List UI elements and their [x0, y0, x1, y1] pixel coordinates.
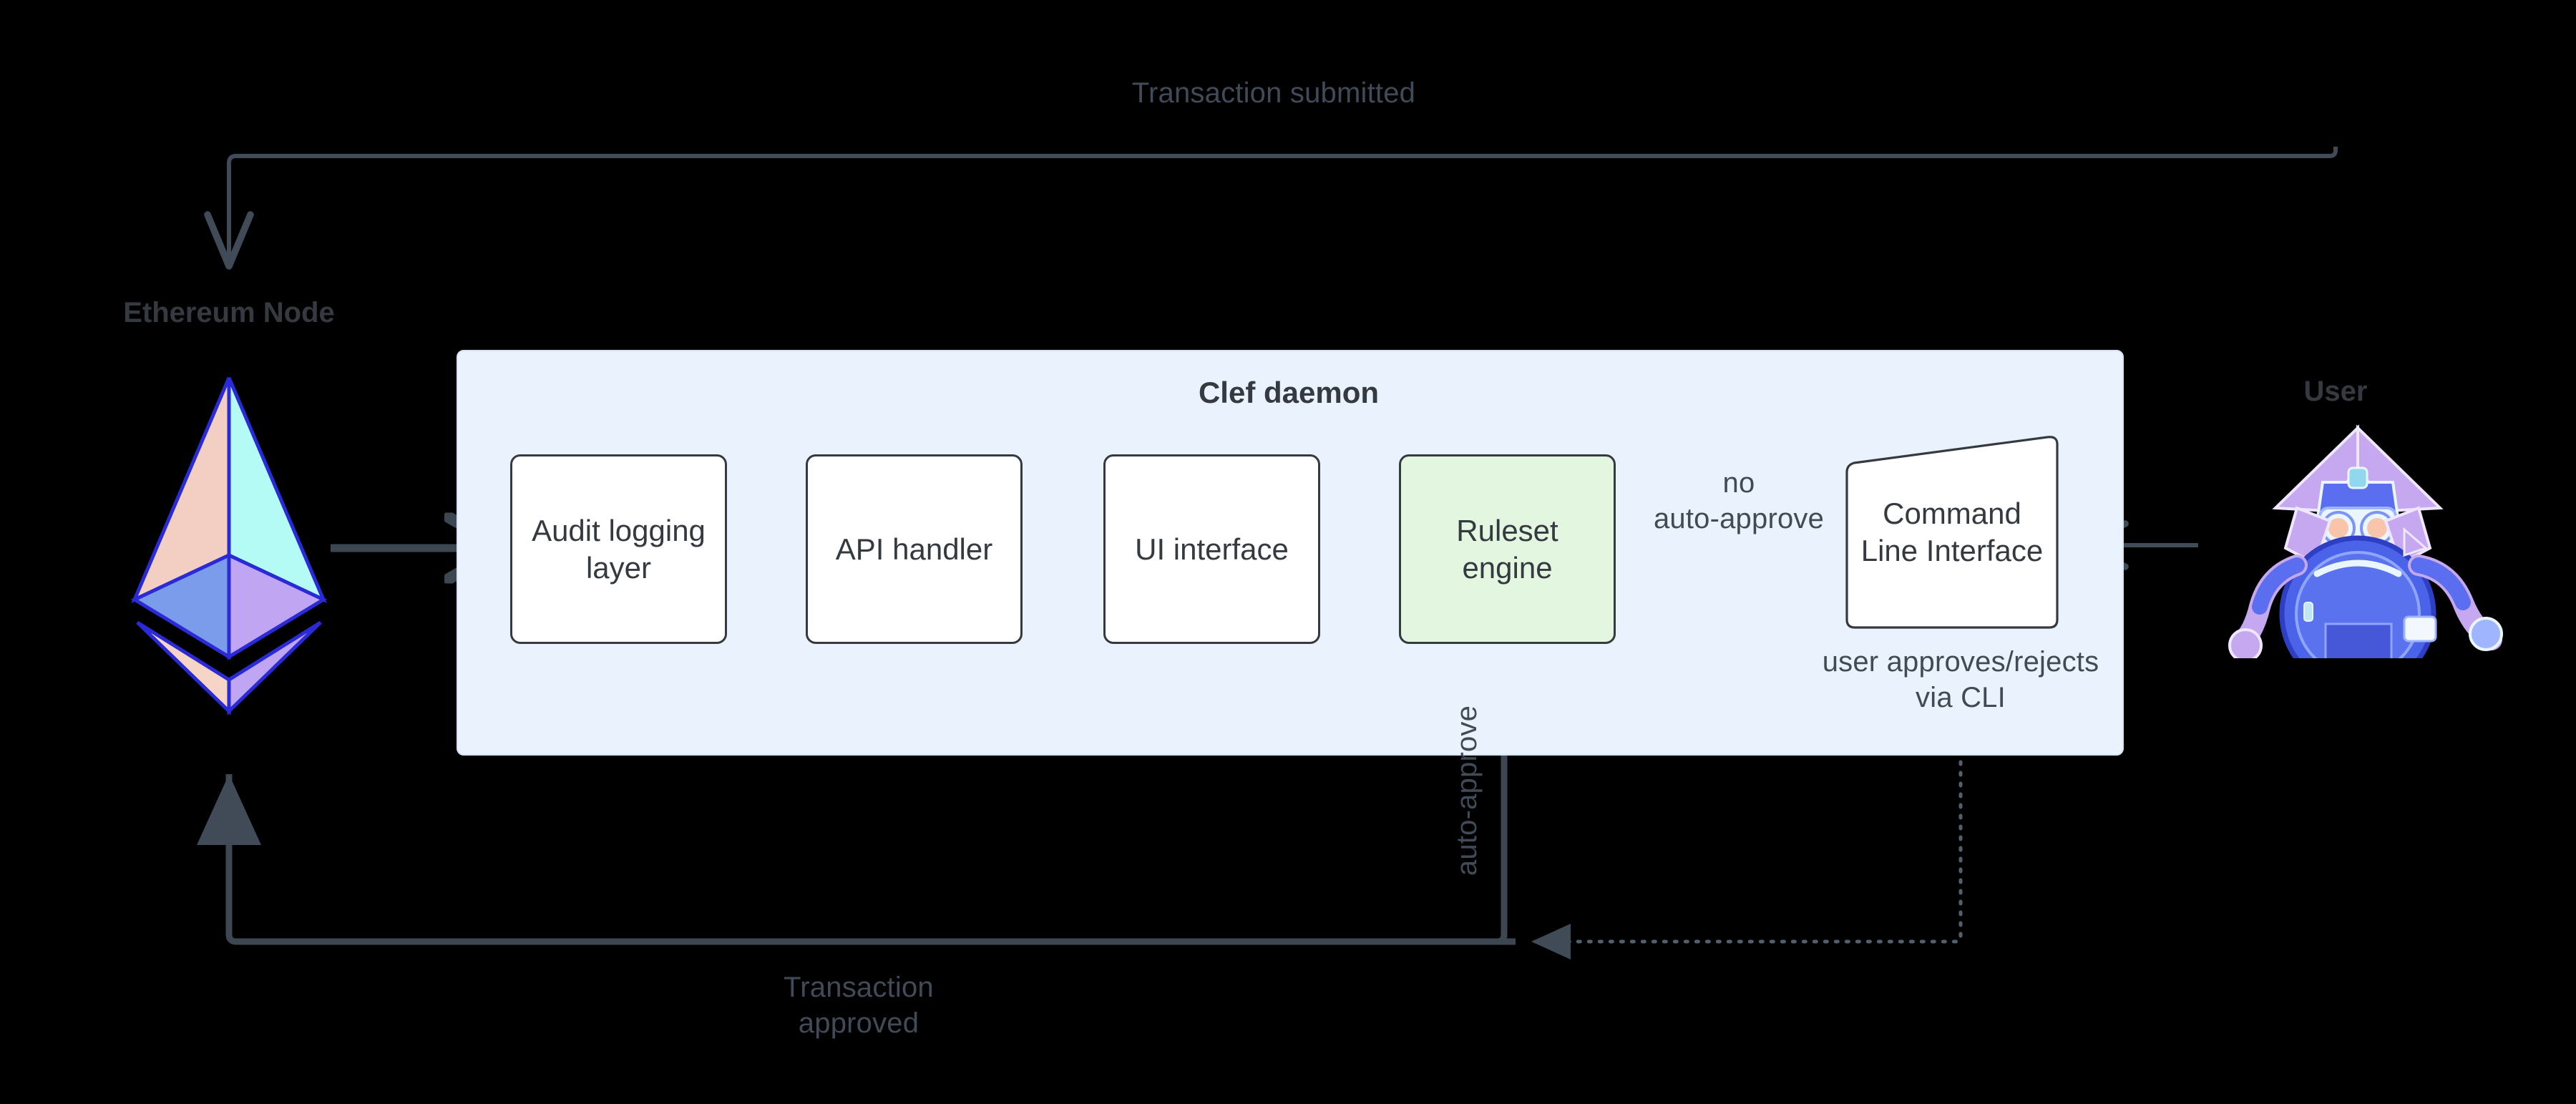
edge-label-transaction-approved: Transaction approved: [784, 972, 934, 1039]
edge-label-transaction-submitted: Transaction submitted: [1131, 77, 1416, 109]
clef-daemon-title: Clef daemon: [1198, 376, 1380, 409]
cli-shape-icon: [1845, 436, 2059, 629]
box-ruleset-engine[interactable]: Ruleset engine: [1399, 454, 1616, 644]
box-audit-logging-layer[interactable]: Audit logging layer: [510, 454, 727, 644]
user-label: User: [2303, 376, 2368, 407]
edge-label-auto-approve: auto-approve: [1451, 705, 1483, 876]
user-robot-avatar-icon: [2190, 422, 2526, 693]
box-ui-interface-label: UI interface: [1135, 532, 1289, 566]
box-api-handler[interactable]: API handler: [806, 454, 1023, 644]
box-api-handler-label: API handler: [835, 532, 993, 566]
box-audit-logging-layer-label: Audit logging layer: [532, 513, 706, 585]
box-ruleset-engine-label: Ruleset engine: [1456, 513, 1558, 585]
box-ui-interface[interactable]: UI interface: [1103, 454, 1320, 644]
box-command-line-interface-label: Command Line Interface: [1860, 497, 2044, 567]
box-command-line-interface[interactable]: Command Line Interface: [1845, 435, 2059, 630]
edge-label-no-auto-approve: no auto-approve: [1653, 467, 1825, 534]
ethereum-logo-icon: [122, 372, 336, 715]
edge-label-user-approves-via-cli: user approves/rejects via CLI: [1822, 646, 2099, 713]
ethereum-node-label: Ethereum Node: [123, 297, 335, 328]
